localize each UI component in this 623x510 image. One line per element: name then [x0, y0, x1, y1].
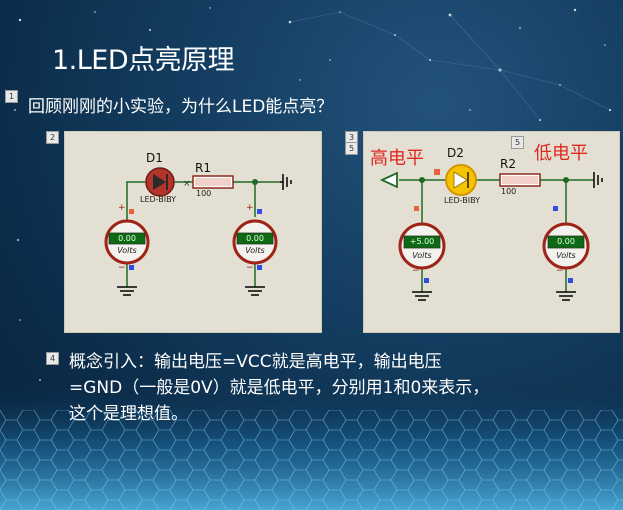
- diode-part-label: LED-BIBY: [444, 196, 481, 205]
- diode-part-label: LED-BIBY: [140, 195, 177, 204]
- diode-label: D2: [447, 146, 464, 160]
- concept-paragraph: 概念引入：输出电压=VCC就是高电平，输出电压 =GND（一般是0V）就是低电平…: [69, 349, 614, 427]
- meter-reading: 0.00: [246, 234, 264, 243]
- resistor-label: R1: [195, 161, 211, 175]
- slide-title: 1.LED点亮原理: [52, 45, 235, 76]
- led-d2-on: [445, 164, 477, 196]
- diode-label: D1: [146, 151, 163, 165]
- meter-unit: Volts: [117, 246, 137, 255]
- circuit-right-schematic: [379, 164, 603, 301]
- svg-text:×: ×: [183, 179, 191, 189]
- meter-reading: 0.00: [118, 234, 136, 243]
- output-terminal: [379, 171, 398, 189]
- circuit-left-schematic: ×: [104, 167, 292, 296]
- animation-tag: 3: [345, 131, 358, 144]
- minus-sign: −: [556, 266, 564, 276]
- resistor-label: R2: [500, 157, 516, 171]
- plus-sign: +: [246, 203, 254, 213]
- voltmeter-left-a: [104, 219, 150, 265]
- animation-tag: 4: [46, 352, 59, 365]
- resistor-value: 100: [501, 187, 517, 196]
- minus-sign: −: [412, 266, 420, 276]
- high-level-label: 高电平: [370, 148, 424, 169]
- meter-reading: 0.00: [557, 237, 575, 246]
- meter-unit: Volts: [556, 251, 576, 260]
- paragraph-line: 概念引入：输出电压=VCC就是高电平，输出电压: [69, 352, 442, 372]
- low-level-label: 低电平: [534, 143, 588, 164]
- resistor-value: 100: [196, 189, 212, 198]
- animation-tag: 5: [511, 136, 524, 149]
- minus-sign: −: [246, 263, 254, 273]
- led-d1-off: [145, 167, 175, 197]
- minus-sign: −: [118, 263, 126, 273]
- meter-unit: Volts: [412, 251, 432, 260]
- circuit-right-panel: 高电平 D2 LED-BIBY R2 100 低电平 +5.00 Volts 0…: [363, 131, 620, 333]
- voltmeter-left-b: [232, 219, 278, 265]
- plus-sign: +: [118, 203, 126, 213]
- circuit-left-panel: × D1 LED-BIBY R1 100 0.00 Volts 0.00 Vol…: [64, 131, 322, 333]
- voltmeter-right-a: [398, 222, 446, 270]
- meter-reading: +5.00: [409, 237, 435, 246]
- paragraph-line: 这个是理想值。: [69, 404, 188, 424]
- animation-tag: 1: [5, 90, 18, 103]
- hex-floor-background: [0, 380, 623, 510]
- animation-tag: 5: [345, 142, 358, 155]
- intro-question: 回顾刚刚的小实验，为什么LED能点亮？: [28, 97, 334, 117]
- paragraph-line: =GND（一般是0V）就是低电平，分别用1和0来表示，: [69, 378, 490, 398]
- animation-tag: 2: [46, 131, 59, 144]
- voltmeter-right-b: [542, 222, 590, 270]
- meter-unit: Volts: [245, 246, 265, 255]
